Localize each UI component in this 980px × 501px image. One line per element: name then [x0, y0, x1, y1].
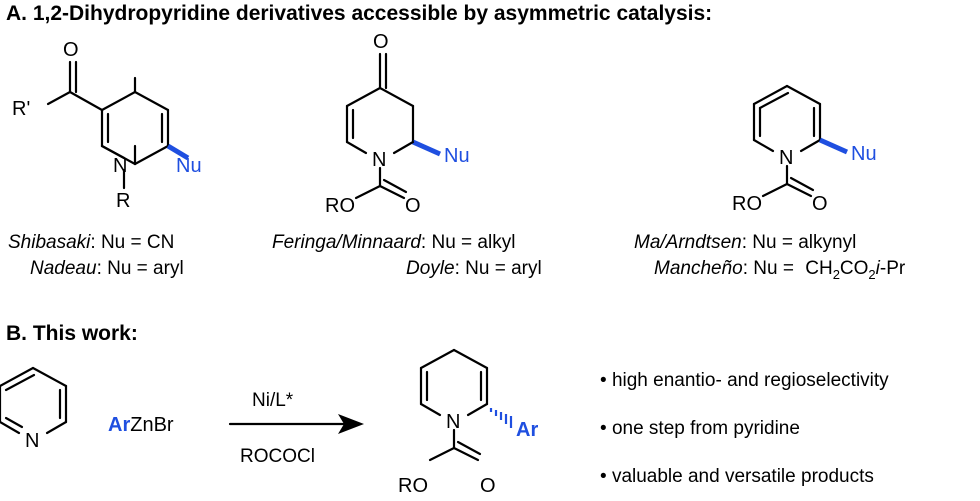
bullet-item-3: • valuable and versatile products — [600, 466, 874, 488]
s3-caption-text: : Nu = alkynyl — [741, 232, 857, 253]
formula-ch: CH — [805, 258, 833, 279]
s2-nitrogen-label: N — [372, 149, 386, 171]
s2-caption-author: Feringa/Minnaard — [272, 232, 421, 253]
s1-r-label: R — [116, 190, 130, 212]
s2-caption-text: : Nu = alkyl — [420, 232, 516, 253]
formula-sub-2: 2 — [868, 266, 876, 282]
s3-caption-text-2: : Nu = — [742, 258, 800, 279]
bullet-dot-icon: • — [600, 418, 612, 439]
bullet-text-1: high enantio- and regioselectivity — [611, 370, 889, 391]
s2-caption-text-2: : Nu = aryl — [454, 258, 542, 279]
s1-caption-text-2: : Nu = aryl — [96, 258, 184, 279]
s3-caption-ma-arndtsen: Ma/Arndtsen: Nu = alkynyl — [634, 232, 856, 254]
s1-nitrogen-label: N — [113, 155, 127, 177]
s1-caption-text: : Nu = CN — [90, 232, 175, 253]
product-nitrogen-label: N — [446, 411, 460, 433]
s3-caption-author: Ma/Arndtsen — [634, 232, 742, 253]
section-a-heading: A. 1,2-Dihydropyridine derivatives acces… — [6, 2, 713, 25]
structure-2: O N Nu RO O — [325, 31, 470, 217]
s1-r-prime-label: R' — [12, 98, 30, 120]
reagent-znbr: ZnBr — [130, 414, 174, 436]
reagent-ar: Ar — [108, 414, 131, 436]
s1-caption-author: Shibasaki — [8, 232, 91, 253]
s2-nu-label: Nu — [444, 145, 470, 167]
product-ar-label: Ar — [516, 419, 538, 441]
arrow-label-above: Ni/L* — [252, 390, 294, 411]
pyridine-nitrogen-label: N — [25, 430, 39, 452]
s1-oxygen-label: O — [63, 39, 79, 61]
bullet-text-2: one step from pyridine — [611, 418, 800, 439]
bullet-text-3: valuable and versatile products — [611, 466, 874, 487]
s2-carbonyl-oxygen-label: O — [405, 195, 421, 217]
product-structure: N Ar RO O — [398, 348, 538, 497]
s2-caption-feringa: Feringa/Minnaard: Nu = alkyl — [272, 232, 515, 254]
formula-pr: -Pr — [879, 258, 906, 279]
product-carbonyl-oxygen-label: O — [480, 475, 496, 497]
bullet-item-1: • high enantio- and regioselectivity — [600, 370, 889, 392]
section-b-heading: B. This work: — [6, 322, 138, 345]
s2-caption-doyle: Doyle: Nu = aryl — [406, 258, 542, 280]
arznbr-reagent: ArZnBr — [108, 414, 174, 436]
s1-nu-label: Nu — [176, 155, 202, 177]
bullet-dot-icon: • — [600, 466, 612, 487]
s3-nu-label: Nu — [851, 143, 877, 165]
s2-caption-author-2: Doyle — [406, 258, 455, 279]
s3-carbonyl-oxygen-label: O — [812, 193, 828, 215]
formula-i: i — [875, 258, 880, 279]
s1-caption-nadeau: Nadeau: Nu = aryl — [30, 258, 184, 280]
s2-ro-label: RO — [325, 195, 355, 217]
structure-1: O R' N R Nu — [12, 39, 202, 212]
pyridine-structure: N — [0, 366, 68, 452]
s3-caption-mancheno: Mancheño: Nu = CH2CO2i-Pr — [654, 258, 905, 286]
s3-nitrogen-label: N — [779, 147, 793, 169]
structure-3: N Nu RO O — [732, 84, 877, 215]
formula-sub-1: 2 — [832, 266, 840, 282]
formula-co: CO — [839, 258, 869, 279]
bullet-item-2: • one step from pyridine — [600, 418, 800, 440]
s2-ketone-oxygen-label: O — [373, 31, 389, 53]
reaction-arrow — [228, 414, 364, 434]
product-ro-label: RO — [398, 475, 428, 497]
s1-caption-author-2: Nadeau — [30, 258, 97, 279]
s3-ro-label: RO — [732, 193, 762, 215]
s3-caption-author-2: Mancheño — [654, 258, 743, 279]
bullet-dot-icon: • — [600, 370, 612, 391]
arrow-label-below: ROCOCl — [240, 446, 315, 467]
s1-caption-shibasaki: Shibasaki: Nu = CN — [8, 232, 174, 254]
